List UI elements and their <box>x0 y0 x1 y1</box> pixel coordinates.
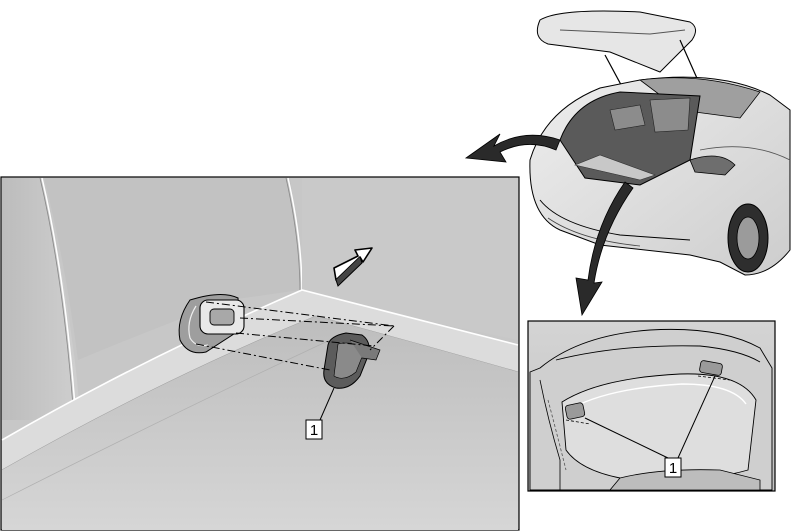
trim-panel-left <box>2 178 80 420</box>
callout-box-main <box>305 419 323 440</box>
alignment-lines <box>195 301 395 371</box>
curved-arrow-left-icon <box>464 133 561 163</box>
detail-view-main: 1 <box>0 176 520 531</box>
outline-direction-arrow-icon <box>333 247 373 281</box>
callout-leader-main <box>319 387 335 421</box>
callout-leader-inset-right <box>677 375 716 459</box>
cargo-floor <box>2 316 518 530</box>
inset-cargo-floor <box>561 373 757 481</box>
vehicle-illustration <box>529 10 791 276</box>
callout-box-inset <box>664 457 682 478</box>
cargo-sill-ledge <box>2 290 518 470</box>
curved-arrow-down-icon <box>575 181 634 317</box>
callout-leader-inset-left <box>584 417 669 459</box>
callout-label-main: 1 <box>310 422 318 439</box>
inset-anchor-left <box>564 402 591 425</box>
callout-label-inset: 1 <box>669 460 677 477</box>
open-liftgate <box>536 10 696 73</box>
cargo-area-inset: 1 <box>527 320 776 492</box>
